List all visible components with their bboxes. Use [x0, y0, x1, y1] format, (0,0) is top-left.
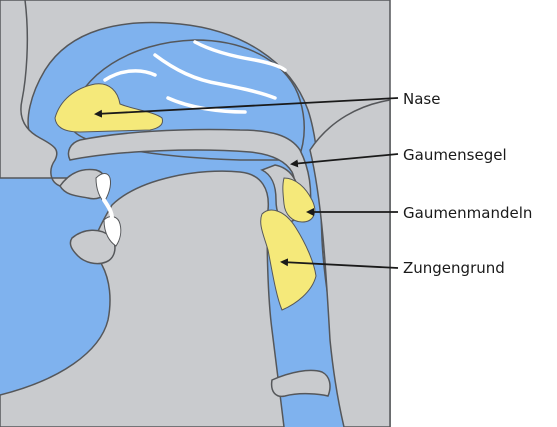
label-nose: Nase [403, 90, 440, 108]
label-tonsils: Gaumenmandeln [403, 204, 532, 222]
label-soft-palate: Gaumensegel [403, 146, 507, 164]
label-tongue-base: Zungengrund [403, 259, 505, 277]
